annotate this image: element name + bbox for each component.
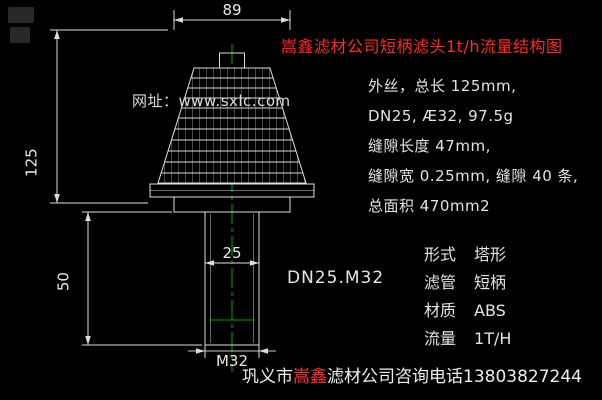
dim-stem-height: 50 bbox=[54, 272, 73, 292]
drawing-title: 嵩鑫滤材公司短柄滤头1t/h流量结构图 bbox=[281, 37, 563, 56]
dim-125-lines bbox=[50, 29, 168, 204]
stem bbox=[204, 211, 260, 346]
property-row: 形式塔形 bbox=[424, 245, 507, 264]
property-row: 流量 1T/H bbox=[424, 329, 512, 348]
spec-line: 总面积 470mm2 bbox=[368, 197, 491, 215]
contact-suffix: 滤材公司咨询电话13803827244 bbox=[327, 367, 582, 387]
property-value: 1T/H bbox=[474, 329, 512, 348]
spec-line: 缝隙宽 0.25mm, 缝隙 40 条, bbox=[368, 167, 579, 185]
corner-watermark bbox=[10, 27, 30, 43]
spec-line: 缝隙长度 47mm, bbox=[368, 137, 491, 155]
property-label: 形式 bbox=[424, 245, 457, 264]
contact-prefix: 巩义市 bbox=[242, 367, 293, 387]
cap-dome bbox=[157, 67, 307, 184]
center-line bbox=[210, 44, 254, 372]
dim-stem-width: 25 bbox=[222, 244, 242, 262]
property-label: 滤管 bbox=[424, 273, 457, 292]
spec-label-dn25-m32: DN25.M32 bbox=[287, 268, 385, 288]
dim-thread: M32 bbox=[215, 352, 249, 370]
dim-m32-lines bbox=[188, 345, 276, 358]
spec-line: 外丝，总长 125mm, bbox=[368, 77, 517, 95]
property-label: 材质 bbox=[424, 301, 457, 320]
contact-line: 巩义市嵩鑫滤材公司咨询电话13803827244 bbox=[242, 367, 582, 388]
brand-name: 嵩鑫 bbox=[293, 367, 327, 387]
dim-cap-width: 89 bbox=[222, 1, 242, 19]
property-value: ABS bbox=[474, 301, 506, 320]
dim-total-height: 125 bbox=[22, 148, 41, 177]
property-row: 材质 ABS bbox=[424, 301, 506, 320]
corner-watermark bbox=[8, 7, 34, 23]
dim-25-lines bbox=[205, 260, 259, 266]
dim-50-lines bbox=[82, 211, 202, 346]
dim-89-lines bbox=[173, 10, 291, 30]
property-value: 短柄 bbox=[474, 273, 507, 292]
filter-cap bbox=[157, 52, 307, 184]
property-row: 滤管短柄 bbox=[424, 273, 507, 292]
property-label: 流量 bbox=[424, 329, 457, 348]
property-value: 塔形 bbox=[474, 245, 507, 264]
spec-line: DN25, Æ32, 97.5g bbox=[368, 107, 514, 125]
website-watermark: 网址：www.sxlc.com bbox=[132, 92, 291, 110]
